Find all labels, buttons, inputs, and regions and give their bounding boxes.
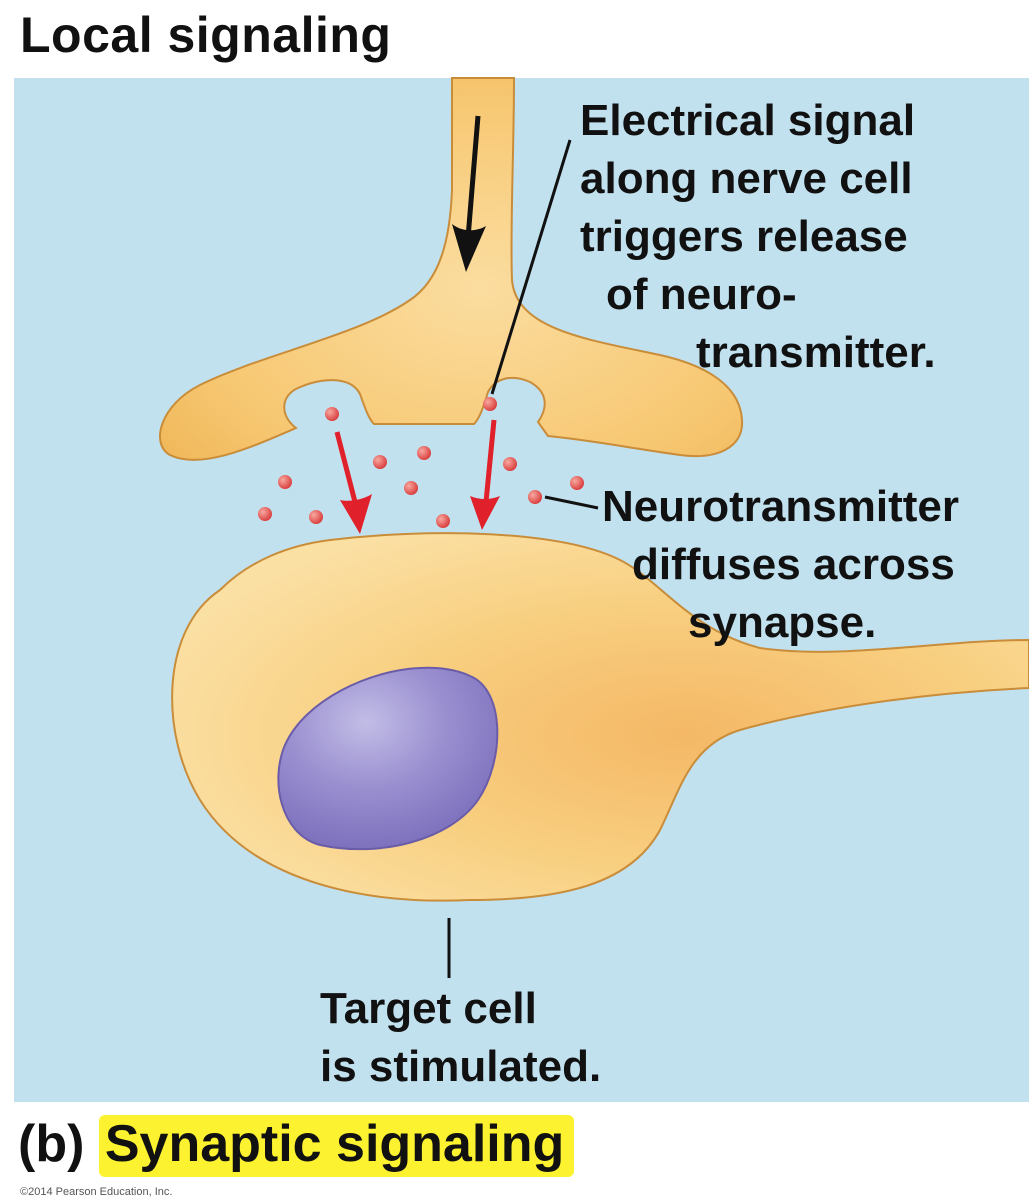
neurotransmitter-dot (278, 475, 292, 489)
label-line: Electrical signal (580, 96, 916, 145)
neurotransmitter-dot (483, 397, 497, 411)
electrical-signal-label: Electrical signal along nerve cell trigg… (580, 92, 936, 382)
electrical-signal-arrow (452, 115, 486, 272)
neurotransmitter-dot (325, 407, 339, 421)
neurotransmitter-dot (503, 457, 517, 471)
label-line: Neurotransmitter (602, 482, 959, 531)
release-arrow-left (334, 431, 372, 534)
label-line: synapse. (688, 598, 877, 647)
neurotransmitter-dot (373, 455, 387, 469)
label-line: Target cell (320, 984, 537, 1033)
electrical-signal-leader (490, 139, 572, 395)
label-line: is stimulated. (320, 1042, 602, 1091)
figure-caption: (b) Synaptic signaling (18, 1114, 575, 1177)
diagram-heading: Local signaling (20, 7, 392, 63)
neurotransmitter-dot (417, 446, 431, 460)
neurotransmitter-dot (258, 507, 272, 521)
neurotransmitter-dot (436, 514, 450, 528)
caption-prefix: (b) (18, 1115, 85, 1173)
neurotransmitter-label: Neurotransmitter diffuses across synapse… (602, 478, 959, 652)
neurotransmitter-leader (544, 495, 599, 510)
copyright-notice: ©2014 Pearson Education, Inc. (20, 1186, 173, 1198)
neurotransmitter-dot (404, 481, 418, 495)
label-line: diffuses across (632, 540, 955, 589)
neurotransmitter-molecules (258, 397, 584, 528)
target-cell-label: Target cell is stimulated. (320, 980, 601, 1096)
neurotransmitter-dot (528, 490, 542, 504)
caption-highlight: Synaptic signaling (98, 1115, 575, 1177)
nucleus (277, 666, 499, 851)
label-line: triggers release (580, 212, 908, 261)
label-line: transmitter. (696, 328, 936, 377)
neurotransmitter-dot (309, 510, 323, 524)
neurotransmitter-dot (570, 476, 584, 490)
label-line: along nerve cell (580, 154, 913, 203)
release-arrow-right (470, 419, 500, 530)
label-line: of neuro- (606, 270, 797, 319)
